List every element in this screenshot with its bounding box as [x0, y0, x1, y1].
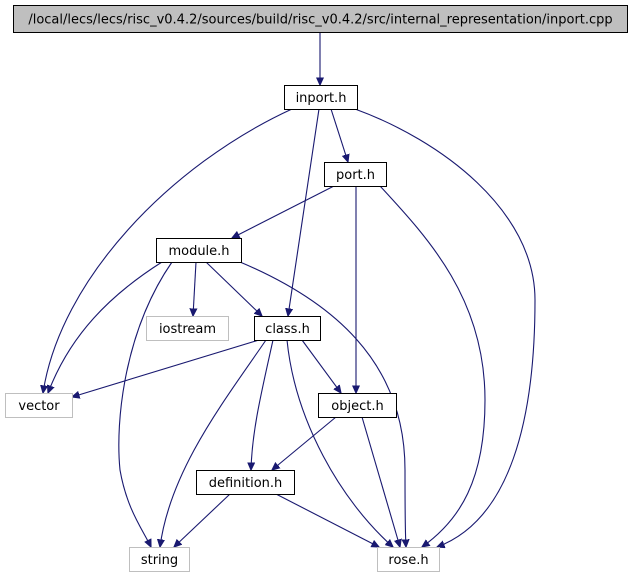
node-box: [156, 238, 242, 263]
node-label: iostream: [159, 322, 216, 337]
edge-class-to-string: [160, 339, 267, 547]
node-box: [13, 5, 628, 33]
edge-module-to-string: [118, 261, 173, 547]
edge-inport-to-port: [330, 108, 348, 162]
edge-inport-to-class: [288, 108, 320, 316]
node-label: /local/lecs/lecs/risc_v0.4.2/sources/bui…: [28, 13, 612, 28]
node-vector: vector: [5, 393, 73, 418]
node-label: inport.h: [296, 91, 347, 106]
node-iostream: iostream: [146, 316, 229, 341]
node-string: string: [129, 547, 190, 572]
node-label: module.h: [168, 244, 229, 259]
node-box: [129, 547, 190, 572]
node-class[interactable]: class.h: [254, 316, 321, 341]
edge-class-to-rose: [286, 339, 393, 547]
node-label: object.h: [331, 399, 383, 414]
node-box: [146, 316, 229, 341]
node-box: [318, 393, 397, 418]
node-label: rose.h: [388, 553, 428, 568]
node-module[interactable]: module.h: [156, 238, 242, 263]
node-definition[interactable]: definition.h: [196, 470, 295, 495]
node-box: [324, 162, 387, 187]
edge-class-to-object: [301, 339, 341, 393]
node-label: vector: [18, 399, 60, 414]
edge-inport-to-vector: [43, 108, 293, 393]
edge-module-to-iostream: [193, 261, 196, 316]
edge-module-to-class: [205, 261, 262, 316]
edge-object-to-rose: [361, 416, 400, 547]
root-file-node[interactable]: /local/lecs/lecs/risc_v0.4.2/sources/bui…: [13, 5, 628, 33]
node-inport[interactable]: inport.h: [284, 85, 358, 110]
node-label: definition.h: [209, 476, 283, 491]
edge-module-to-vector: [48, 261, 163, 393]
node-box: [377, 547, 440, 572]
node-label: string: [141, 553, 178, 568]
node-rose: rose.h: [377, 547, 440, 572]
edge-definition-to-rose: [275, 493, 379, 547]
node-box: [5, 393, 73, 418]
edge-class-to-vector: [72, 339, 260, 397]
node-label: port.h: [336, 168, 375, 183]
node-box: [284, 85, 358, 110]
edge-object-to-definition: [272, 416, 337, 470]
edge-port-to-rose: [379, 185, 486, 547]
node-object[interactable]: object.h: [318, 393, 397, 418]
edge-definition-to-string: [174, 493, 231, 547]
node-box: [196, 470, 295, 495]
edge-port-to-module: [232, 185, 335, 238]
node-label: class.h: [265, 322, 310, 337]
node-box: [254, 316, 321, 341]
edge-class-to-definition: [251, 339, 274, 470]
edge-inport-to-rose: [354, 108, 536, 547]
nodes: /local/lecs/lecs/risc_v0.4.2/sources/bui…: [5, 5, 628, 572]
node-port[interactable]: port.h: [324, 162, 387, 187]
